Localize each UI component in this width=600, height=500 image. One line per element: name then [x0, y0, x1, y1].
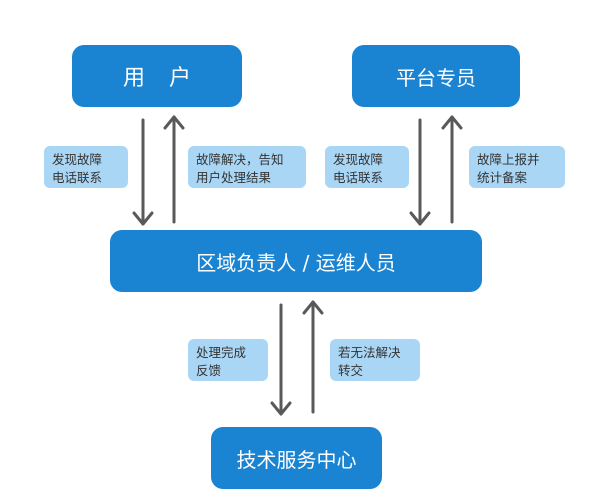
node-regional-maintenance: 区域负责人 / 运维人员	[110, 230, 482, 292]
label-platform-record-line-1: 故障上报并	[477, 152, 540, 167]
node-tech-service-center: 技术服务中心	[211, 427, 382, 489]
label-tech-feedback-line-1: 处理完成	[196, 345, 247, 360]
label-tech-feedback-line-2: 反馈	[196, 363, 222, 378]
arrow-regional-to-tech	[270, 303, 292, 416]
label-platform-record: 故障上报并 统计备案	[469, 146, 565, 188]
label-user-report-line-2: 电话联系	[52, 170, 103, 185]
arrow-user-to-regional	[132, 118, 154, 226]
node-user: 用户	[72, 45, 242, 107]
label-platform-report: 发现故障 电话联系	[325, 146, 409, 188]
label-platform-report-line-1: 发现故障	[333, 152, 384, 167]
node-regional-label: 区域负责人 / 运维人员	[196, 250, 396, 275]
arrow-tech-to-regional	[302, 300, 324, 414]
label-platform-record-line-2: 统计备案	[477, 170, 528, 185]
label-platform-report-line-2: 电话联系	[333, 170, 384, 185]
label-user-feedback-line-1: 故障解决，告知	[196, 152, 284, 167]
arrow-regional-to-user	[163, 115, 185, 224]
label-tech-feedback: 处理完成 反馈	[188, 339, 268, 381]
label-user-report-line-1: 发现故障	[52, 152, 103, 167]
label-tech-escalate-line-1: 若无法解决	[338, 345, 401, 360]
label-tech-escalate: 若无法解决 转交	[330, 339, 420, 381]
node-platform-specialist: 平台专员	[352, 45, 520, 107]
node-user-label: 用户	[122, 66, 215, 91]
node-tech-label: 技术服务中心	[236, 447, 357, 472]
label-user-feedback: 故障解决，告知 用户处理结果	[188, 146, 306, 188]
node-platform-label: 平台专员	[396, 65, 476, 90]
arrow-platform-to-regional	[409, 118, 431, 226]
arrow-regional-to-platform	[441, 115, 463, 224]
label-user-feedback-line-2: 用户处理结果	[196, 170, 272, 185]
label-user-report: 发现故障 电话联系	[44, 146, 128, 188]
label-tech-escalate-line-2: 转交	[338, 363, 364, 378]
